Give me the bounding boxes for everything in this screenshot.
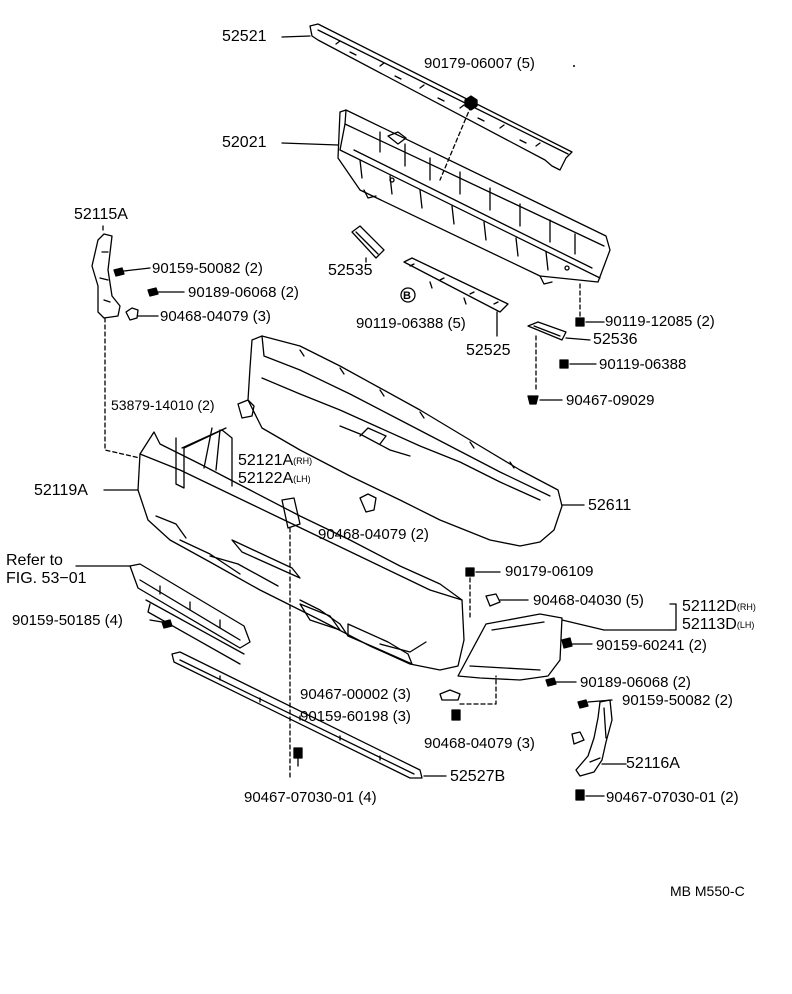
bolt-90159-60198 [451,709,461,721]
label-52521: 52521 [222,28,267,45]
energy-absorber-52611 [247,335,563,547]
label-90467-09029: 90467-09029 [566,392,655,409]
label-90467-07030-center: 90467-07030-01 (4) [244,789,377,806]
label-52119A: 52119A [34,482,88,499]
label-90179-06007: 90179-06007 (5) [424,55,535,72]
clip-90467-07030-center [293,747,303,767]
label-90467-00002: 90467-00002 (3) [300,686,411,703]
lower-strip-52527B [171,651,423,779]
pad-52536 [527,321,567,341]
label-90189-06068-right: 90189-06068 (2) [580,674,691,691]
label-90119-06388: 90119-06388 [599,356,687,373]
upper-reinforcement-52521 [309,23,573,171]
bracket-52115A [91,233,121,319]
clip-90467-07030-right [575,789,605,801]
label-b-marker: B [403,290,411,302]
label-52527B: 52527B [450,768,506,785]
label-52536: 52536 [593,331,638,348]
clip-53879-14010 [237,399,255,419]
label-52525: 52525 [466,342,511,359]
clip-90467-00002 [439,689,461,701]
bolt-90189-06068-left [147,287,185,297]
nut-90179-06109 [465,567,501,577]
strip-52525 [403,257,509,313]
clip-90468-04030 [485,593,529,607]
label-52121A-side: (RH) [293,456,313,466]
label-52121A-number: 52121A [238,452,294,469]
label-52535: 52535 [328,262,373,279]
label-90159-50082-left: 90159-50082 (2) [152,260,263,277]
label-90189-06068-left: 90189-06068 (2) [188,284,299,301]
label-90179-06109: 90179-06109 [505,563,594,580]
label-52122A-side: (LH) [293,474,311,484]
label-90468-04030: 90468-04030 (5) [533,592,644,609]
bolt-90119-06388 [559,359,597,369]
label-refer-to: Refer to [6,552,63,569]
label-90159-60198: 90159-60198 (3) [300,708,411,725]
bolt-90159-50185 [149,619,173,629]
bumper-reinforcement-52021 [337,109,611,285]
bolt-90189-06068-right [545,677,577,687]
label-52112D-side: (RH) [736,602,756,612]
label-52122A-number: 52122A [238,470,294,487]
pad-52535 [351,225,385,259]
label-90467-07030-right: 90467-07030-01 (2) [606,789,739,806]
label-52121A: 52121A(RH) [238,452,312,470]
label-90159-50185: 90159-50185 (4) [12,612,123,629]
label-52113D-number: 52113D [682,616,737,633]
label-52021: 52021 [222,134,267,151]
clip-90468-04079-right [571,731,585,745]
lower-bracket-left [129,563,251,665]
label-refer-to-figure: FIG. 53−01 [6,570,87,587]
label-52112D: 52112D(RH) [682,598,756,616]
label-53879-14010: 53879-14010 (2) [111,397,215,413]
label-52611: 52611 [588,497,632,514]
label-52113D: 52113D(LH) [682,616,754,634]
clip-90468-04079-center [359,493,377,513]
label-90159-60241: 90159-60241 (2) [596,637,707,654]
label-52115A: 52115A [74,206,128,223]
label-90468-04079-center: 90468-04079 (2) [318,526,429,543]
label-90159-50082-right: 90159-50082 (2) [622,692,733,709]
bolt-90159-50082-left [113,267,151,277]
bolt-90119-12085 [575,317,605,327]
clip-90467-09029 [527,395,563,405]
bumper-cover-52119A [137,427,465,671]
label-90119-06388-5: 90119-06388 (5) [356,315,466,332]
diagram-code: MB M550-C [670,883,745,899]
reference-marker-b [400,287,416,303]
label-90468-04079-left: 90468-04079 (3) [160,308,271,325]
clip-90468-04079-left [125,307,159,321]
label-52122A: 52122A(LH) [238,470,311,488]
bracket-52121A [281,497,301,529]
label-90119-12085: 90119-12085 (2) [605,313,715,330]
bracket-52116A [575,699,613,777]
bolt-90159-60241 [561,637,593,649]
label-90468-04079-right: 90468-04079 (3) [424,735,535,752]
garnish-52112D [457,613,563,681]
label-52116A: 52116A [626,755,680,772]
nut-90179-06007 [464,95,478,111]
label-52112D-number: 52112D [682,598,737,615]
label-52113D-side: (LH) [736,620,755,630]
